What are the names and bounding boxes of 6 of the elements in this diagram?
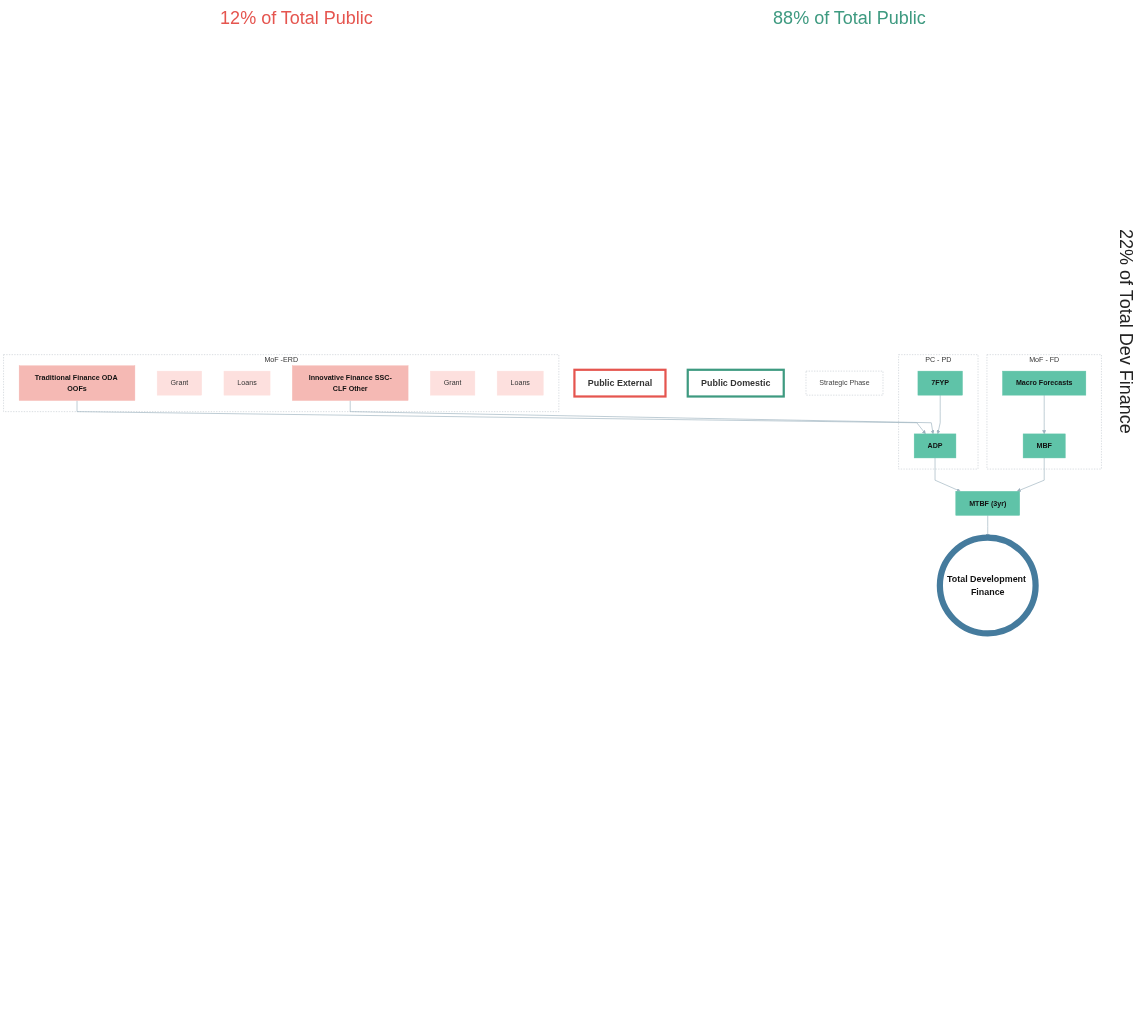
dimension-label: 22% of Total Dev Finance: [1115, 229, 1136, 434]
node-circle: Total Development Finance: [936, 534, 1039, 637]
node-box: Public External: [573, 368, 667, 398]
dimension-label: 88% of Total Public: [773, 8, 926, 29]
node-box: Public Domestic: [686, 368, 785, 398]
dimension-label: 12% of Total Public: [220, 8, 373, 29]
